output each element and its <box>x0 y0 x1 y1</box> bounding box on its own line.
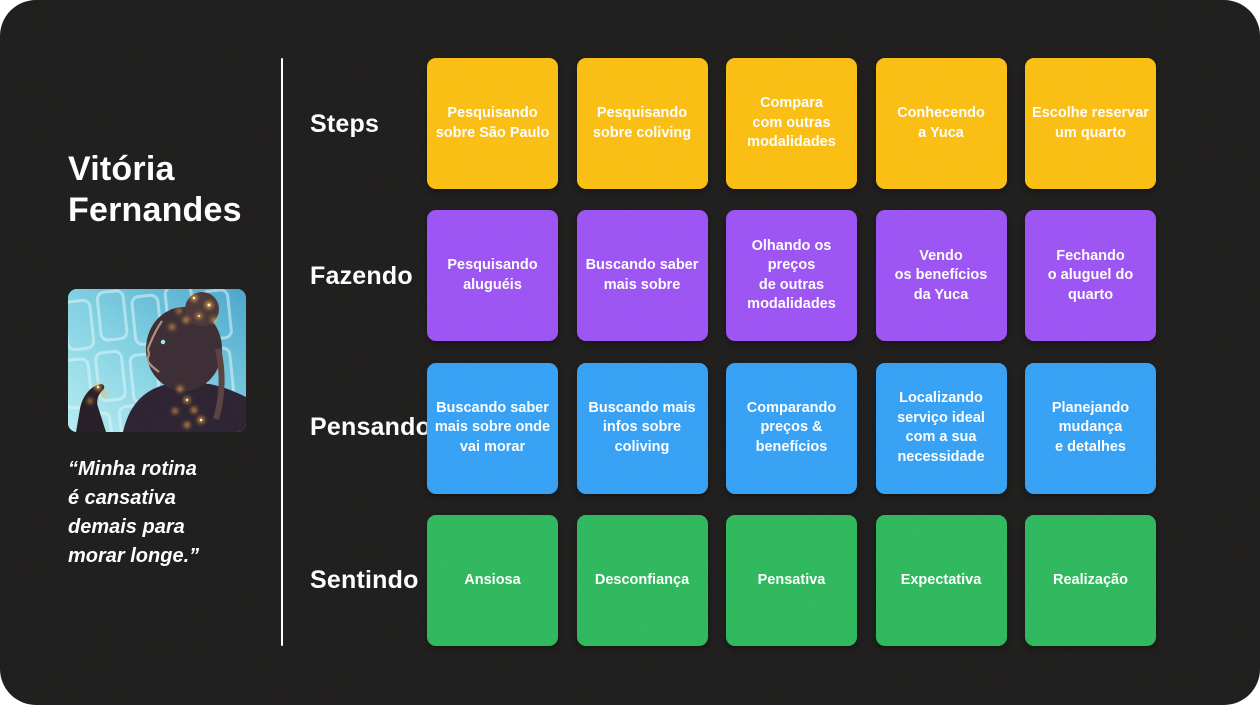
card-sentindo-0[interactable]: Ansiosa <box>427 514 558 646</box>
persona-name: Vitória Fernandes <box>68 150 242 229</box>
card-steps-0[interactable]: Pesquisando sobre São Paulo <box>427 58 558 189</box>
card-sentindo-3[interactable]: Expectativa <box>875 514 1007 646</box>
card-steps-2[interactable]: Compara com outras modalidades <box>726 58 857 189</box>
card-fazendo-0[interactable]: Pesquisando aluguéis <box>427 210 558 342</box>
card-sentindo-2[interactable]: Pensativa <box>726 514 857 646</box>
card-sentindo-1[interactable]: Desconfiança <box>576 514 708 646</box>
card-steps-4[interactable]: Escolhe reservar um quarto <box>1025 58 1156 189</box>
journey-grid: Pesquisando sobre São Paulo Pesquisando … <box>427 58 1156 646</box>
card-fazendo-4[interactable]: Fechando o aluguel do quarto <box>1025 210 1156 342</box>
card-pensando-1[interactable]: Buscando mais infos sobre coliving <box>576 362 708 494</box>
row-label-sentindo: Sentindo <box>310 566 419 594</box>
card-pensando-0[interactable]: Buscando saber mais sobre onde vai morar <box>427 362 558 494</box>
card-fazendo-1[interactable]: Buscando saber mais sobre <box>576 210 708 342</box>
row-label-steps: Steps <box>310 110 380 138</box>
card-pensando-4[interactable]: Planejando mudança e detalhes <box>1025 362 1156 494</box>
row-label-pensando: Pensando <box>310 413 432 441</box>
persona-photo-illustration <box>68 289 246 432</box>
card-fazendo-3[interactable]: Vendo os benefícios da Yuca <box>875 210 1007 342</box>
persona-quote: “Minha rotina é cansativa demais para mo… <box>68 458 200 567</box>
card-pensando-2[interactable]: Comparando preços & benefícios <box>726 362 857 494</box>
card-pensando-3[interactable]: Localizando serviço ideal com a sua nece… <box>875 362 1007 494</box>
card-steps-1[interactable]: Pesquisando sobre coliving <box>576 58 708 189</box>
card-steps-3[interactable]: Conhecendo a Yuca <box>875 58 1007 189</box>
row-label-fazendo: Fazendo <box>310 262 413 290</box>
section-divider <box>281 58 283 646</box>
card-fazendo-2[interactable]: Olhando os preços de outras modalidades <box>726 210 857 342</box>
persona-photo <box>68 289 246 432</box>
card-sentindo-4[interactable]: Realização <box>1025 514 1156 646</box>
